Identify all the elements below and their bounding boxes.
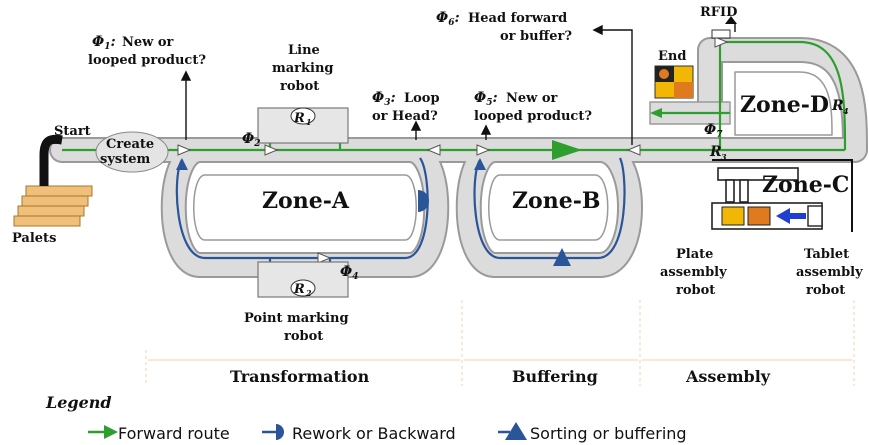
decision-pointers [180,22,736,145]
svg-text:Φ3:: Φ3: [372,90,396,108]
point-marking-label-1: Point marking [244,311,349,326]
svg-text:3: 3 [721,152,727,162]
legend-forward-icon [104,425,118,439]
rework-arrow-b-icon [474,158,486,170]
zone-d-title: Zone-D [740,92,829,118]
zone-b-title: Zone-B [512,188,600,214]
zone-c-station [711,167,823,230]
r3-label: R [709,144,722,160]
phi6-label-1: Head forward [468,11,567,26]
legend-sorting-icon [505,422,527,440]
end-station-icon [654,65,694,99]
phase-guides [145,300,855,386]
legend-sorting: Sorting or buffering [498,422,687,443]
tablet-feed-arrow-icon [776,208,806,224]
svg-text:2: 2 [305,288,312,298]
tablet-robot-label-3: robot [806,283,845,298]
rfid-pointer-icon [725,16,737,24]
svg-text:1: 1 [306,117,312,127]
rfid-label: RFID [700,5,737,20]
legend-title: Legend [45,393,112,412]
forward-arrow-icon [552,140,582,160]
phase-buffering: Buffering [512,367,598,386]
legend-rework-icon [276,424,284,440]
svg-text:Φ5:: Φ5: [474,90,498,108]
legend-sorting-label: Sorting or buffering [530,424,687,443]
start-label: Start [54,124,91,139]
phase-assembly: Assembly [685,367,771,386]
phi3-label-1: Loop [404,91,440,106]
create-system-node [95,131,169,173]
line-marking-label-3: robot [280,79,319,94]
create-system-label-2: system [100,152,150,167]
tablet-robot-label-1: Tablet [804,247,849,262]
phi1-label-2: looped product? [88,53,206,68]
palets-stack-icon [13,185,93,227]
phi3-label-2: or Head? [372,109,438,124]
phi5-label-2: looped product? [474,109,592,124]
phi6-label-2: or buffer? [500,29,572,44]
zone-c-boundary [712,159,853,232]
conveyor-system [49,37,868,278]
plate-robot-label-3: robot [676,283,715,298]
direction-markers [177,36,729,264]
rework-route-line-a [175,157,429,260]
line-marking-label-1: Line [288,43,320,58]
end-arrow-icon [650,108,662,118]
end-label: End [658,49,686,64]
line-marking-robot: R 1 [257,107,349,144]
svg-text:4: 4 [843,106,849,116]
legend-rework-label: Rework or Backward [292,424,456,443]
legend-forward-label: Forward route [118,424,230,443]
rfid-tag [711,29,731,39]
create-system-label-1: Create [106,137,154,152]
sorting-buffer-icon [553,248,571,266]
zone-a-title: Zone-A [262,188,350,214]
forward-route-line-d [718,40,847,151]
legend-forward: Forward route [88,424,230,443]
palets-label: Palets [12,231,56,246]
phase-transformation: Transformation [230,367,370,386]
svg-text:Φ6:: Φ6: [436,10,460,28]
zone-c-title: Zone-C [762,172,849,198]
phi1-label-1: New or [122,35,174,50]
rework-arrow-a-icon [176,158,188,170]
tablet-robot-label-2: assembly [796,265,863,280]
rework-stopper-icon [418,190,429,212]
svg-text:Φ1:: Φ1: [92,34,116,52]
legend-rework: Rework or Backward [262,424,456,443]
feeder-pipe [39,134,63,186]
line-marking-label-2: marking [272,61,334,76]
r2-label: R [293,282,305,297]
plate-robot-label-2: assembly [660,265,727,280]
plate-robot-label-1: Plate [676,247,713,262]
r1-label: R [293,111,305,126]
rework-route-line-b [473,157,626,260]
point-marking-robot: R 2 [257,261,349,298]
point-marking-label-2: robot [284,329,323,344]
r4-label: R [831,98,844,114]
phi5-label-1: New or [506,91,558,106]
